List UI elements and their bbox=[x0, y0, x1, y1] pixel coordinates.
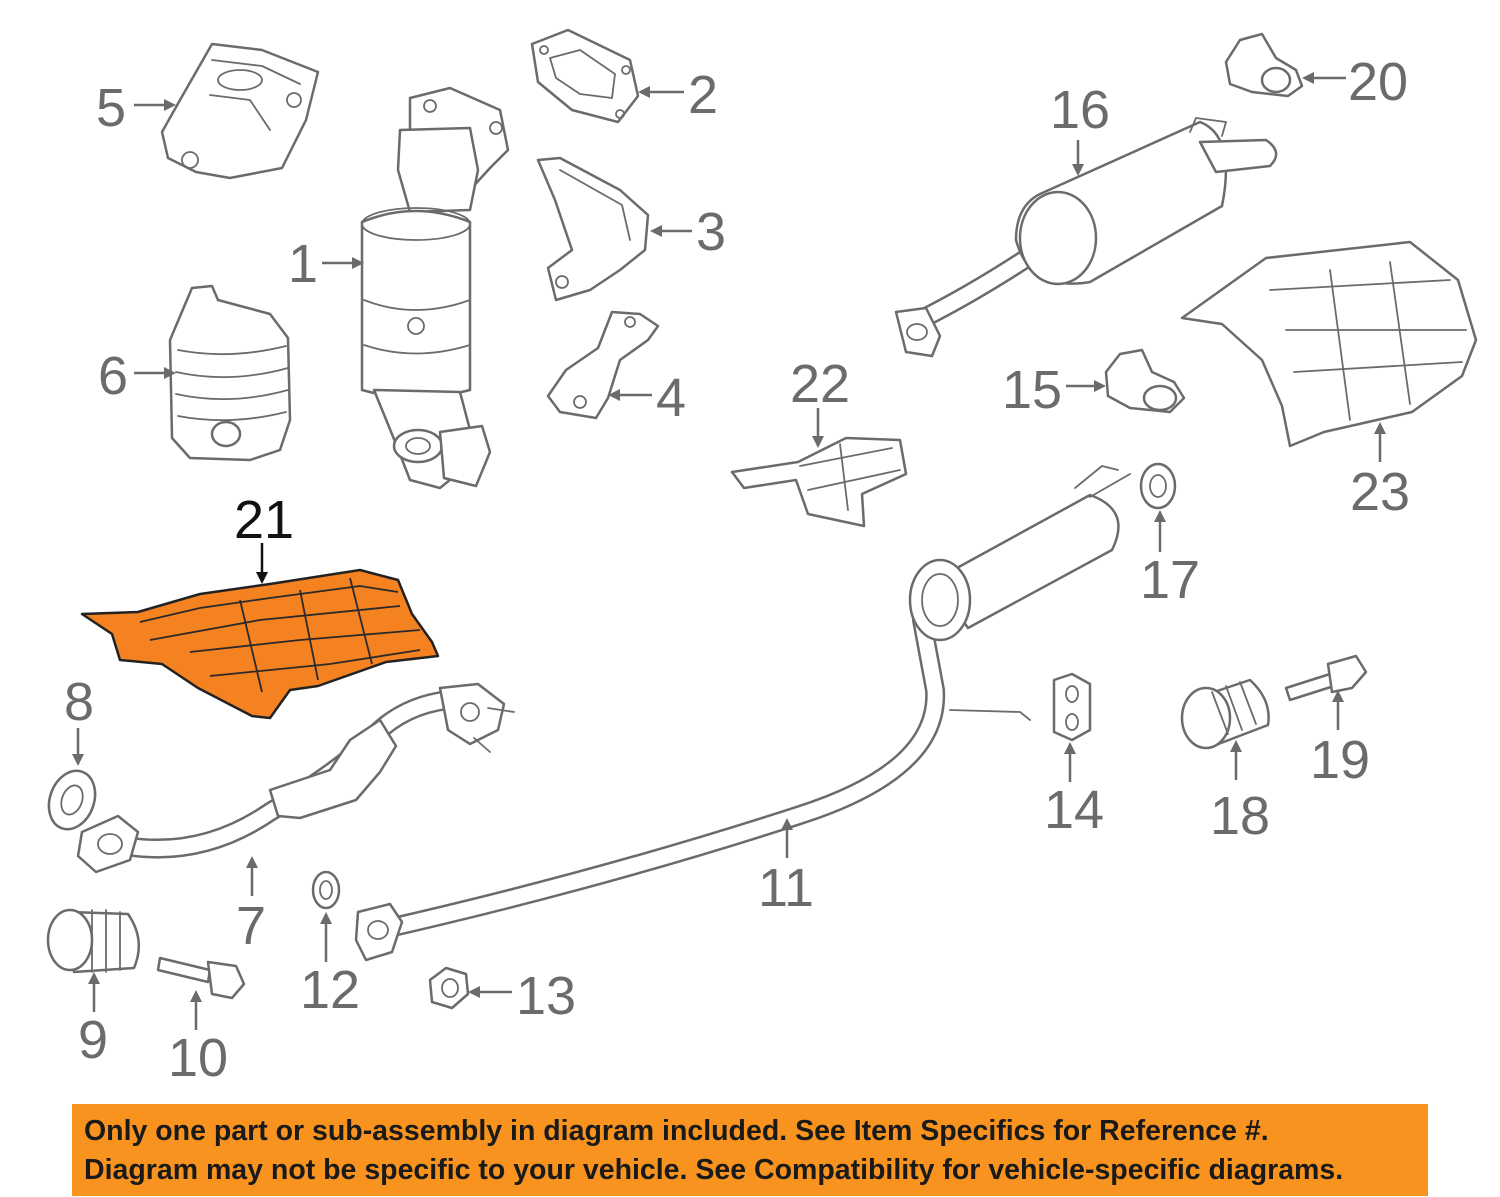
part-18-flex-joint bbox=[1180, 678, 1270, 750]
callout-13: 13 bbox=[516, 966, 576, 1026]
part-14-hanger bbox=[1052, 672, 1092, 742]
callout-3: 3 bbox=[696, 202, 726, 262]
part-10-bolt bbox=[156, 956, 246, 1000]
part-13-nut bbox=[428, 966, 470, 1010]
callout-labels: 5 2 3 4 1 6 21 8 7 9 10 12 13 11 14 15 1… bbox=[64, 52, 1410, 1088]
callout-12: 12 bbox=[300, 960, 360, 1020]
callout-11: 11 bbox=[758, 858, 814, 918]
part-4-bracket bbox=[546, 310, 660, 420]
part-9-flex-joint bbox=[46, 908, 141, 974]
callout-21: 21 bbox=[234, 490, 294, 550]
part-16-rear-muffler bbox=[894, 117, 1278, 358]
exhaust-parts-diagram: 5 2 3 4 1 6 21 8 7 9 10 12 13 11 14 15 1… bbox=[46, 28, 1478, 1088]
callout-15: 15 bbox=[1002, 360, 1062, 420]
part-17-gasket bbox=[1139, 462, 1177, 510]
part-3-bracket bbox=[536, 156, 650, 302]
disclaimer-line-2: Diagram may not be specific to your vehi… bbox=[84, 1154, 1344, 1186]
callout-19: 19 bbox=[1310, 730, 1370, 790]
callout-16: 16 bbox=[1050, 80, 1110, 140]
callout-23: 23 bbox=[1350, 462, 1410, 522]
disclaimer-banner: Only one part or sub-assembly in diagram… bbox=[72, 1104, 1428, 1196]
part-11-center-pipe bbox=[354, 465, 1131, 962]
callout-1: 1 bbox=[288, 234, 318, 294]
leader-lines bbox=[72, 72, 1386, 1030]
callout-7: 7 bbox=[236, 896, 266, 956]
disclaimer-line-1: Only one part or sub-assembly in diagram… bbox=[84, 1115, 1269, 1147]
callout-10: 10 bbox=[168, 1028, 228, 1088]
callout-6: 6 bbox=[98, 346, 128, 406]
callout-8: 8 bbox=[64, 672, 94, 732]
part-15-hanger bbox=[1104, 348, 1186, 414]
callout-17: 17 bbox=[1140, 550, 1200, 610]
callout-14: 14 bbox=[1044, 780, 1104, 840]
part-8-gasket bbox=[47, 769, 97, 831]
part-7-front-pipe bbox=[76, 682, 515, 874]
callout-9: 9 bbox=[78, 1010, 108, 1070]
callout-18: 18 bbox=[1210, 786, 1270, 846]
callout-5: 5 bbox=[96, 78, 126, 138]
part-20-hanger bbox=[1224, 32, 1304, 98]
part-19-bolt bbox=[1284, 654, 1368, 702]
part-2-gasket bbox=[530, 28, 640, 124]
part-22-heat-shield bbox=[730, 436, 908, 528]
part-21-heat-shield-highlighted bbox=[80, 568, 440, 720]
callout-4: 4 bbox=[656, 368, 686, 428]
part-6-heat-shield bbox=[168, 284, 292, 462]
callout-2: 2 bbox=[688, 65, 718, 125]
part-23-heat-shield bbox=[1180, 240, 1478, 448]
part-5-heat-shield bbox=[160, 42, 320, 180]
part-12-gasket bbox=[311, 870, 341, 910]
part-1-catalytic-converter bbox=[360, 86, 510, 490]
callout-22: 22 bbox=[790, 354, 850, 414]
callout-20: 20 bbox=[1348, 52, 1408, 112]
